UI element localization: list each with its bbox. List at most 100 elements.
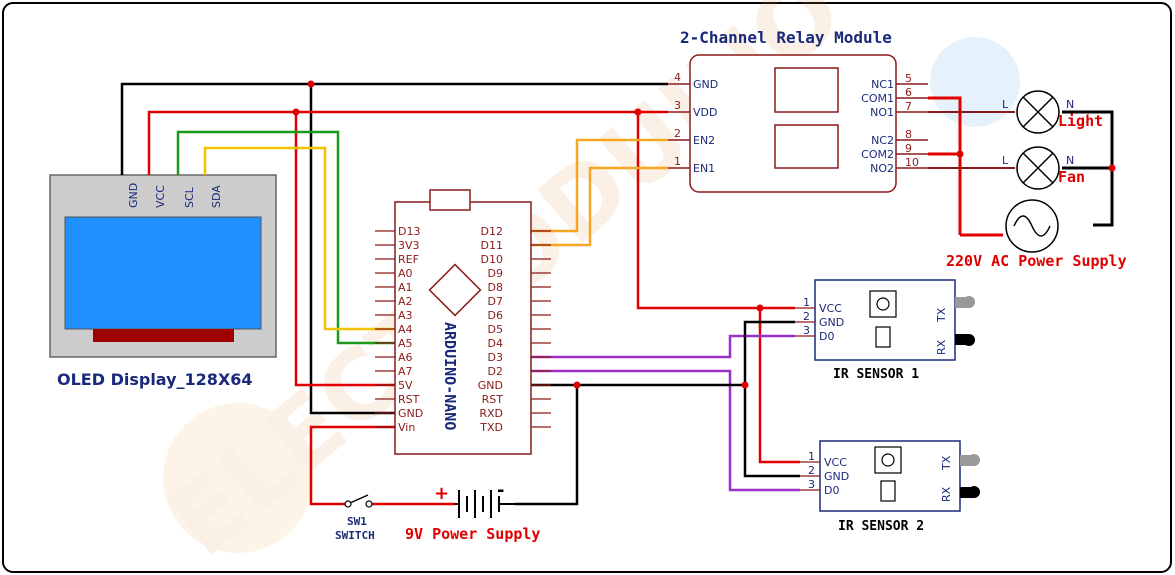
nano-right-pin-label: D8 <box>488 281 503 294</box>
light-bulb-icon <box>1016 90 1060 134</box>
wire-vcc-oled-relay <box>147 110 668 175</box>
nano-right-pin-label: D9 <box>488 267 503 280</box>
oled-pin-label: SDA <box>210 185 223 208</box>
relay-module: 2-Channel Relay Module 4GND3VDD2EN21EN15… <box>668 28 928 193</box>
relay-pin-num: 5 <box>905 72 912 85</box>
nano-right-pin-label: D12 <box>481 225 503 238</box>
fan-l-label: L <box>1002 154 1009 167</box>
nano-right-pin-label: D10 <box>481 253 503 266</box>
relay-pin-num: 1 <box>674 155 681 168</box>
ir2-tx-led <box>960 455 974 466</box>
wire-sda <box>203 146 395 331</box>
switch-label: SWITCH <box>335 529 375 542</box>
nano-left-pin-label: RST <box>398 393 420 406</box>
nano-left-pin-label: A6 <box>398 351 413 364</box>
ir-pin-num: 1 <box>808 450 815 463</box>
battery-plus: + <box>434 483 449 504</box>
ir2-tx: TX <box>940 455 953 471</box>
nano-left-pin-label: A4 <box>398 323 413 336</box>
switch-ref: SW1 <box>347 515 367 528</box>
ir-pin-label: VCC <box>819 302 842 315</box>
relay-pin-num: 7 <box>905 100 912 113</box>
relay-pin-num: 10 <box>905 156 919 169</box>
light-label: Light <box>1058 112 1103 130</box>
battery-minus: - <box>497 480 504 501</box>
nano-right-pin-label: TXD <box>479 421 503 434</box>
wires <box>120 82 1114 506</box>
ir-pin-label: GND <box>824 470 849 483</box>
relay-pin-label: NO1 <box>870 106 894 119</box>
chip-icon <box>428 263 482 317</box>
ir1-rx-led <box>955 334 969 345</box>
nano-right-pin-label: D2 <box>488 365 503 378</box>
ir1-tx: TX <box>935 307 948 323</box>
oled-pin-label: SCL <box>183 186 196 208</box>
oled-pin-label: GND <box>127 183 140 208</box>
ir-pin-num: 3 <box>808 478 815 491</box>
wire-d12-en2 <box>530 138 668 233</box>
nano-left-pin-label: 3V3 <box>398 239 420 252</box>
relay-pin-num: 9 <box>905 142 912 155</box>
ir-pin-label: D0 <box>824 484 839 497</box>
loads: L N L N Light Fan 220V AC Power Supply <box>946 90 1127 270</box>
nano-right-pin-label: D5 <box>488 323 503 336</box>
ir1-rx: RX <box>935 339 948 355</box>
ir-pin-label: GND <box>819 316 844 329</box>
nano-right-pin-label: RST <box>482 393 504 406</box>
ir2-chip-icon <box>880 480 896 502</box>
fan-n-label: N <box>1066 154 1074 167</box>
oled-title: OLED Display_128X64 <box>57 370 253 389</box>
switch-sw1: SW1 SWITCH <box>335 494 375 542</box>
wire-com1 <box>928 96 962 235</box>
nano-right-pin-label: RXD <box>479 407 503 420</box>
ir-pin-label: D0 <box>819 330 834 343</box>
ir1-tx-led <box>955 297 969 308</box>
nano-left-pin-label: A2 <box>398 295 413 308</box>
relay-pin-label: EN1 <box>693 162 715 175</box>
relay-pin-num: 6 <box>905 86 912 99</box>
nano-right-pin-label: D7 <box>488 295 503 308</box>
wire-scl <box>176 130 395 345</box>
wire-gnd-battery <box>515 385 579 506</box>
relay-pin-num: 2 <box>674 127 681 140</box>
fan-label: Fan <box>1058 168 1085 186</box>
ac-source-icon <box>1005 199 1059 253</box>
relay-pin-label: NC1 <box>871 78 894 91</box>
wire-d3-ir1 <box>530 334 795 359</box>
relay-pin-label: EN2 <box>693 134 715 147</box>
relay-pin-label: COM2 <box>861 148 894 161</box>
fan-icon <box>1016 146 1060 190</box>
relay-pin-label: GND <box>693 78 718 91</box>
wire-vcc-ir2 <box>758 308 800 464</box>
ac-supply-label: 220V AC Power Supply <box>946 252 1127 270</box>
wire-vin-switch <box>309 425 395 506</box>
relay1-coil <box>774 67 839 113</box>
light-n-label: N <box>1066 98 1074 111</box>
ir-pin-num: 1 <box>803 296 810 309</box>
oled-screen <box>64 216 262 330</box>
wire-vcc-ir1 <box>636 112 795 310</box>
nano-left-pin-label: A3 <box>398 309 413 322</box>
ir2-rx: RX <box>940 486 953 502</box>
relay2-coil <box>774 124 839 169</box>
wire-gnd-oled-relay <box>120 82 668 175</box>
relay-pin-label: VDD <box>693 106 717 119</box>
wire-d2-ir2 <box>530 369 800 492</box>
ir1-chip-icon <box>875 326 891 348</box>
ir1-title: IR SENSOR 1 <box>833 367 919 382</box>
nano-right-pin-label: D11 <box>481 239 503 252</box>
ir2-rx-led <box>960 487 974 498</box>
oled-ribbon <box>93 329 234 342</box>
relay-title: 2-Channel Relay Module <box>680 28 892 47</box>
nano-left-pin-label: D13 <box>398 225 420 238</box>
wire-vcc-arduino <box>294 112 395 387</box>
battery-9v <box>455 490 515 518</box>
relay-pin-label: NO2 <box>870 162 894 175</box>
nano-right-pin-label: D3 <box>488 351 503 364</box>
relay-pin-num: 4 <box>674 71 681 84</box>
ir-pin-label: VCC <box>824 456 847 469</box>
